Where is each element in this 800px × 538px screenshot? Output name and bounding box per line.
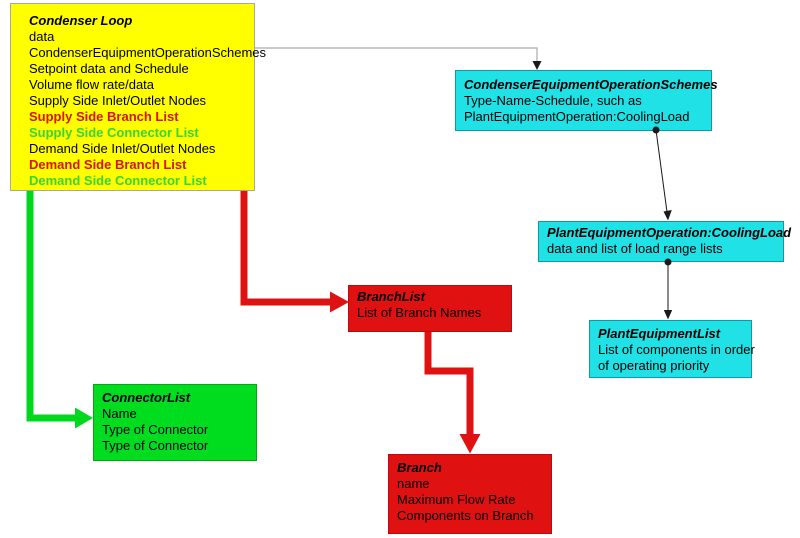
connector-branchlist-to-branch [424, 332, 481, 454]
branch-line: name [397, 476, 430, 491]
equiplist-line: List of components in order [598, 342, 755, 357]
branch-line: Components on Branch [397, 508, 534, 523]
connector-condenser-to-connectorlist [26, 191, 93, 429]
equiplist-line: of operating priority [598, 358, 710, 373]
arrowhead-right-icon [330, 291, 349, 313]
connectorlist-title: ConnectorList [102, 390, 191, 405]
condenser-loop-line-supply-connector-list: Supply Side Connector List [29, 125, 199, 140]
schemes-line: PlantEquipmentOperation:CoolingLoad [464, 109, 690, 124]
arrowhead-down-icon [663, 210, 672, 221]
schemes-line: Type-Name-Schedule, such as [464, 93, 642, 108]
branchlist-title: BranchList [357, 289, 425, 304]
branchlist-line: List of Branch Names [357, 305, 482, 320]
connector-coolingload-to-equiplist [663, 258, 673, 320]
condenser-loop-line: Supply Side Inlet/Outlet Nodes [29, 93, 207, 108]
equiplist-title: PlantEquipmentList [598, 326, 721, 341]
plant-equipment-operation-coolingload-box: PlantEquipmentOperation:CoolingLoad data… [538, 221, 792, 262]
condenser-loop-box: Condenser Loop data CondenserEquipmentOp… [10, 3, 267, 191]
connectorlist-line: Type of Connector [102, 422, 209, 437]
connectorlist-line: Type of Connector [102, 438, 209, 453]
coolingload-line: data and list of load range lists [547, 241, 723, 256]
condenser-loop-line: data [29, 29, 55, 44]
branch-line: Maximum Flow Rate [397, 492, 516, 507]
condenser-loop-line: Demand Side Inlet/Outlet Nodes [29, 141, 216, 156]
connector-list-box: ConnectorList Name Type of Connector Typ… [93, 384, 257, 461]
connector-condenser-to-schemes [255, 47, 542, 70]
plant-equipment-list-box: PlantEquipmentList List of components in… [589, 320, 755, 378]
condenser-equipment-operation-schemes-box: CondenserEquipmentOperationSchemes Type-… [455, 70, 718, 131]
condenser-loop-line: Setpoint data and Schedule [29, 61, 189, 76]
condenser-loop-line-demand-connector-list: Demand Side Connector List [29, 173, 207, 188]
condenser-loop-line: CondenserEquipmentOperationSchemes [29, 45, 267, 60]
condenser-loop-title: Condenser Loop [29, 13, 133, 28]
arrowhead-down-icon [459, 434, 481, 454]
branch-title: Branch [397, 460, 442, 475]
branch-box: Branch name Maximum Flow Rate Components… [388, 454, 552, 534]
coolingload-title: PlantEquipmentOperation:CoolingLoad [547, 225, 792, 240]
connector-schemes-to-coolingload [652, 126, 672, 221]
condenser-loop-line: Volume flow rate/data [29, 77, 155, 92]
connectorlist-line: Name [102, 406, 137, 421]
branch-list-box: BranchList List of Branch Names [348, 285, 512, 332]
condenser-loop-line-demand-branch-list: Demand Side Branch List [29, 157, 187, 172]
arrowhead-down-icon [663, 310, 673, 320]
arrowhead-down-icon [532, 61, 542, 70]
arrowhead-right-icon [75, 407, 93, 429]
condenser-loop-line-supply-branch-list: Supply Side Branch List [29, 109, 179, 124]
schemes-title: CondenserEquipmentOperationSchemes [464, 77, 718, 92]
connector-condenser-to-branchlist [240, 191, 349, 313]
